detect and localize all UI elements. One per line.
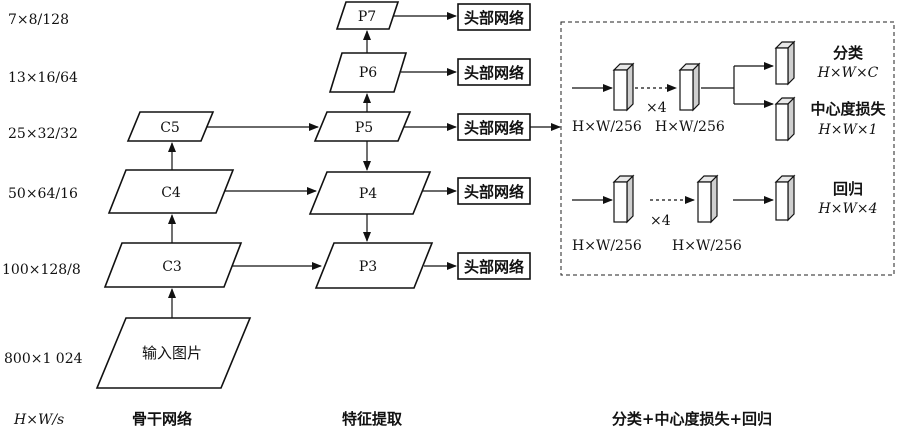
head-box-p3 (457, 252, 531, 280)
fpn-p5-label: P5 (355, 120, 373, 136)
backbone-c4-block (107, 169, 235, 214)
fpn-p7-label: P7 (358, 9, 376, 25)
backbone-c5-label: C5 (160, 120, 180, 136)
scale-label-p5: 25×32/32 (8, 126, 78, 142)
fpn-p4-block (308, 171, 432, 215)
feature-box-top-2 (678, 62, 701, 112)
scale-label-input: 800×1 024 (4, 351, 83, 367)
fpn-caption: 特征提取 (342, 410, 403, 428)
feat-shape-top-2: H×W/256 (655, 119, 725, 135)
feature-box-ctr (774, 96, 796, 142)
input-image-block (95, 317, 252, 389)
head-box-p6 (457, 58, 531, 86)
fpn-p4-label: P4 (359, 186, 377, 202)
head-box-p4 (457, 177, 531, 205)
scale-label-p3: 100×128/8 (2, 262, 81, 278)
feature-box-bottom-1 (612, 174, 635, 224)
scale-label-p6: 13×16/64 (8, 70, 78, 86)
fpn-p7-block (335, 1, 400, 30)
backbone-c3-label: C3 (162, 259, 182, 275)
head-label-p7: 头部网络 (464, 9, 524, 27)
ctr-title: 中心度损失 (810, 100, 886, 118)
reg-title: 回归 (833, 180, 863, 198)
reg-shape: H×W×4 (818, 201, 878, 217)
feat-shape-bottom-1: H×W/256 (572, 238, 642, 254)
feature-box-cls (774, 40, 796, 86)
input-image-label: 输入图片 (142, 344, 202, 362)
scale-label-axis: H×W/s (13, 412, 64, 428)
head-box-p7 (457, 3, 531, 31)
scale-label-p4: 50×64/16 (8, 186, 78, 202)
backbone-caption: 骨干网络 (132, 410, 192, 428)
repeat-label-bottom: ×4 (650, 213, 671, 229)
cls-shape: H×W×C (817, 65, 879, 81)
feat-shape-top-1: H×W/256 (572, 119, 642, 135)
backbone-c4-label: C4 (161, 185, 181, 201)
backbone-c5-block (126, 111, 215, 142)
head-panel-caption: 分类+中心度损失+回归 (612, 410, 772, 428)
backbone-c3-block (103, 242, 243, 288)
head-box-p5 (457, 113, 531, 141)
head-label-p4: 头部网络 (464, 183, 524, 201)
feature-box-bottom-2 (696, 174, 719, 224)
fpn-p3-label: P3 (359, 259, 377, 275)
cls-title: 分类 (833, 44, 864, 62)
fpn-p5-block (313, 111, 412, 142)
feature-box-top-1 (612, 62, 635, 112)
scale-label-p7: 7×8/128 (8, 12, 69, 28)
feature-box-reg (774, 174, 796, 222)
head-label-p3: 头部网络 (464, 258, 524, 276)
repeat-label-top: ×4 (646, 100, 667, 116)
head-label-p6: 头部网络 (464, 64, 524, 82)
fpn-p6-label: P6 (359, 65, 377, 81)
fpn-p3-block (314, 242, 434, 289)
head-label-p5: 头部网络 (464, 119, 524, 137)
feat-shape-bottom-2: H×W/256 (672, 238, 742, 254)
fpn-p6-block (328, 52, 408, 93)
ctr-shape: H×W×1 (818, 122, 878, 138)
head-detail-panel (560, 21, 895, 276)
